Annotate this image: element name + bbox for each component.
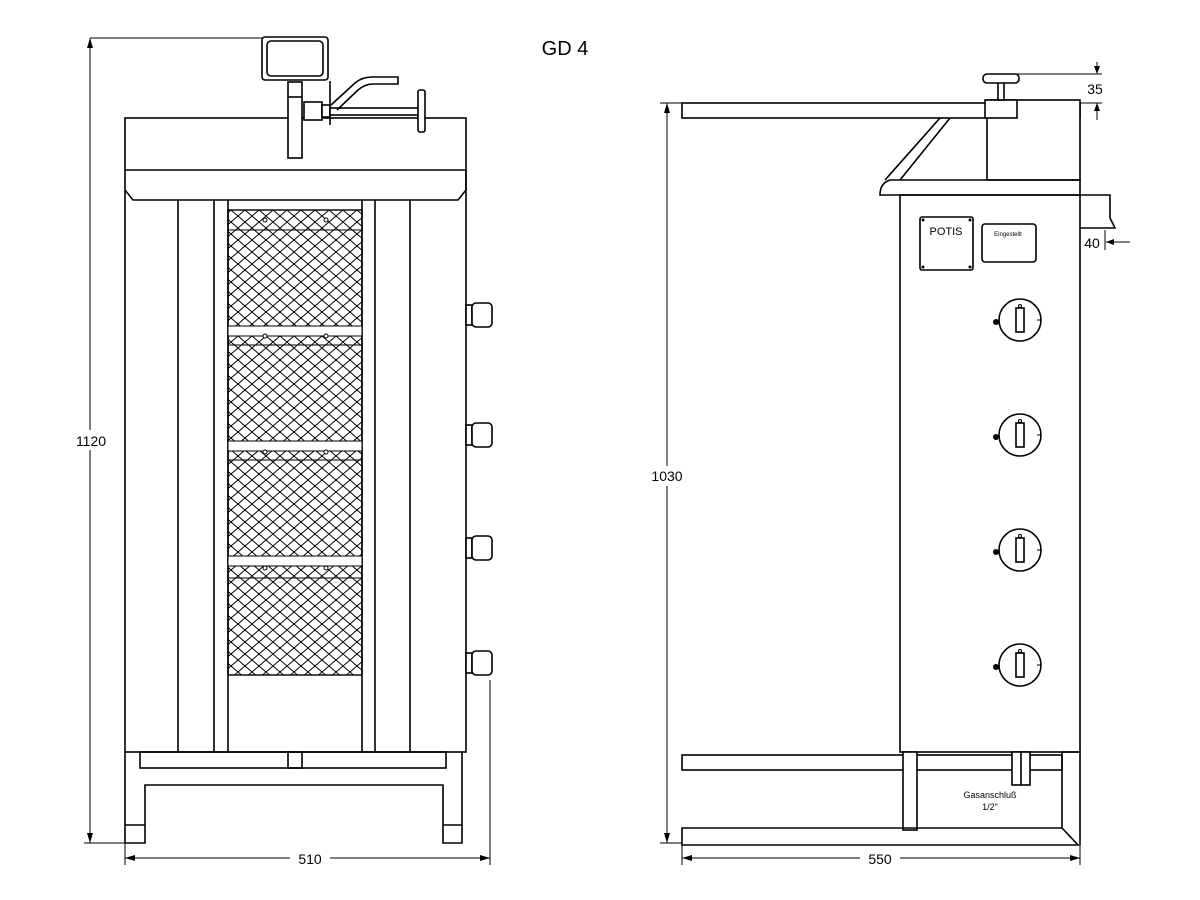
side-height-label: 1030 <box>651 468 682 484</box>
side-view: 1030 550 35 40 <box>645 62 1130 867</box>
knob-height-label: 35 <box>1087 81 1103 97</box>
side-base-frame <box>681 751 1081 846</box>
gas-connection-text: Gasanschluß <box>963 790 1017 800</box>
potis-plate: POTIS <box>919 216 974 271</box>
front-height-label: 1120 <box>76 433 106 449</box>
overhang-label: 40 <box>1084 235 1100 251</box>
side-width-dimension: 550 <box>681 845 1081 867</box>
knob-height-dimension: 35 <box>1015 62 1103 120</box>
setting-plate: Eingestellt <box>981 223 1037 263</box>
height-dimension: 1120 <box>70 37 262 844</box>
gas-connection-label: Gasanschluß 1/2" <box>963 790 1017 812</box>
front-view: 1120 510 <box>70 36 493 867</box>
side-burner-dials <box>993 298 1042 687</box>
top-drive <box>261 36 426 159</box>
side-height-dimension: 1030 <box>645 102 689 844</box>
width-dimension: 510 <box>124 680 491 867</box>
side-body <box>681 73 1117 753</box>
gas-connection-size: 1/2" <box>982 802 998 812</box>
overhang-dimension: 40 <box>1084 230 1130 251</box>
grill-mesh <box>227 209 363 676</box>
front-width-label: 510 <box>298 851 322 867</box>
drawing-title: GD 4 <box>542 38 589 60</box>
side-width-label: 550 <box>868 851 892 867</box>
setting-plate-text: Eingestellt <box>994 232 1022 238</box>
front-base-frame <box>124 751 463 844</box>
front-burner-knobs <box>465 302 493 676</box>
brand-plate-text: POTIS <box>929 226 962 238</box>
